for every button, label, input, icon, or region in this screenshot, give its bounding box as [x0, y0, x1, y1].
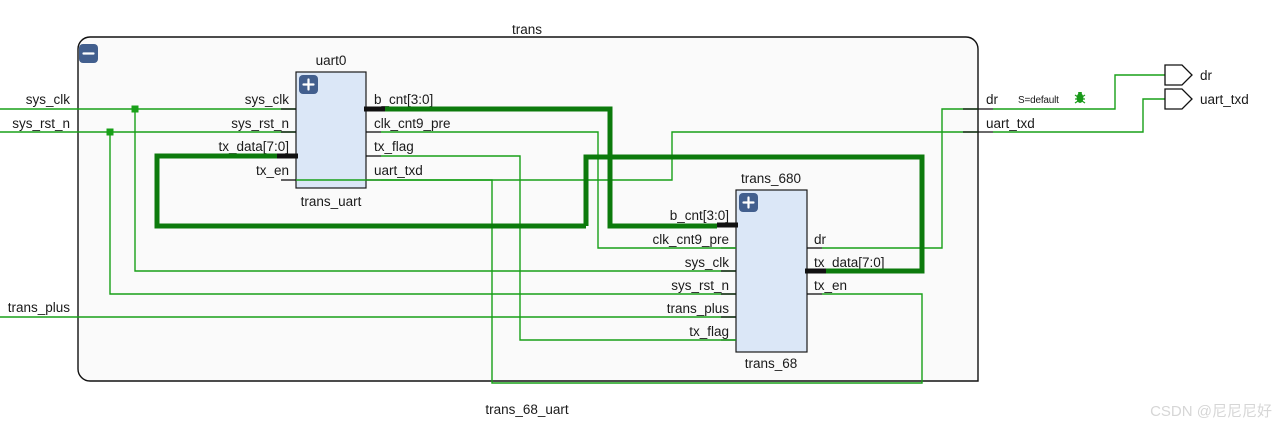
diagram-title: trans	[512, 22, 542, 37]
wire-dr-internal[interactable]	[822, 108, 978, 249]
module-uart0[interactable]: uart0 trans_uart sys_clk sys_rst_n tx_da…	[218, 53, 450, 209]
label-outer-out-dr: dr	[986, 92, 999, 107]
module-trans680-instance: trans_680	[741, 171, 801, 186]
label-trans680-in-1: clk_cnt9_pre	[652, 232, 729, 247]
label-uart0-out-0: b_cnt[3:0]	[374, 92, 433, 107]
wire-sys-clk-branch[interactable]	[134, 109, 736, 272]
label-port-sys-clk: sys_clk	[26, 92, 71, 107]
label-trans680-out-2: tx_en	[814, 278, 847, 293]
module-uart0-type: trans_uart	[301, 194, 362, 209]
module-trans680[interactable]: trans_680 trans_68 b_cnt[3:0] clk_cnt9_p…	[652, 171, 884, 371]
wire-out-uart-txd[interactable]	[993, 98, 1165, 133]
label-uart0-in-0: sys_clk	[245, 92, 290, 107]
label-trans680-in-3: sys_rst_n	[671, 278, 729, 293]
watermark: CSDN @尼尼尼好	[1150, 403, 1272, 420]
expand-button-uart0[interactable]	[299, 75, 318, 94]
label-trans680-in-0: b_cnt[3:0]	[670, 208, 729, 223]
module-uart0-instance: uart0	[316, 53, 347, 68]
label-port-sys-rst-n: sys_rst_n	[12, 116, 70, 131]
bug-icon	[1074, 92, 1086, 104]
junction-dot	[131, 105, 139, 113]
bus-tx-data-feedback[interactable]	[154, 153, 586, 229]
module-trans680-type: trans_68	[745, 356, 798, 371]
annotation-s-default: S=default	[1018, 95, 1059, 106]
label-uart0-in-3: tx_en	[256, 163, 289, 178]
wire-tx-en-feedback[interactable]	[296, 179, 923, 384]
label-port-uart-txd: uart_txd	[1200, 92, 1249, 107]
label-trans680-in-4: trans_plus	[667, 301, 730, 316]
expand-button-trans680[interactable]	[739, 193, 758, 212]
wire-clk-cnt9-pre[interactable]	[381, 131, 736, 249]
output-port-uart-txd[interactable]: uart_txd	[1164, 88, 1249, 110]
bus-tx-data-riser[interactable]	[583, 154, 925, 274]
label-trans680-out-0: dr	[814, 232, 827, 247]
wire-tx-flag[interactable]	[381, 155, 736, 341]
label-uart0-out-1: clk_cnt9_pre	[374, 116, 451, 131]
label-uart0-in-2: tx_data[7:0]	[218, 139, 289, 154]
wire-sys-rst-n-branch[interactable]	[109, 132, 736, 295]
label-trans680-out-1: tx_data[7:0]	[814, 255, 885, 270]
junction-dot	[106, 128, 114, 136]
output-port-dr[interactable]: dr	[1164, 64, 1213, 86]
label-uart0-out-3: uart_txd	[374, 163, 423, 178]
label-uart0-in-1: sys_rst_n	[231, 116, 289, 131]
wire-out-dr[interactable]	[993, 74, 1165, 110]
label-port-dr: dr	[1200, 68, 1213, 83]
label-port-trans-plus: trans_plus	[8, 300, 71, 315]
label-trans680-in-5: tx_flag	[689, 324, 729, 339]
collapse-button[interactable]	[79, 44, 98, 63]
bus-b-cnt[interactable]	[385, 106, 717, 229]
label-uart0-out-2: tx_flag	[374, 139, 414, 154]
label-trans680-in-2: sys_clk	[685, 255, 730, 270]
label-outer-out-uart-txd: uart_txd	[986, 116, 1035, 131]
outer-module-boundary[interactable]	[77, 36, 979, 382]
outer-module-label: trans_68_uart	[485, 402, 569, 417]
